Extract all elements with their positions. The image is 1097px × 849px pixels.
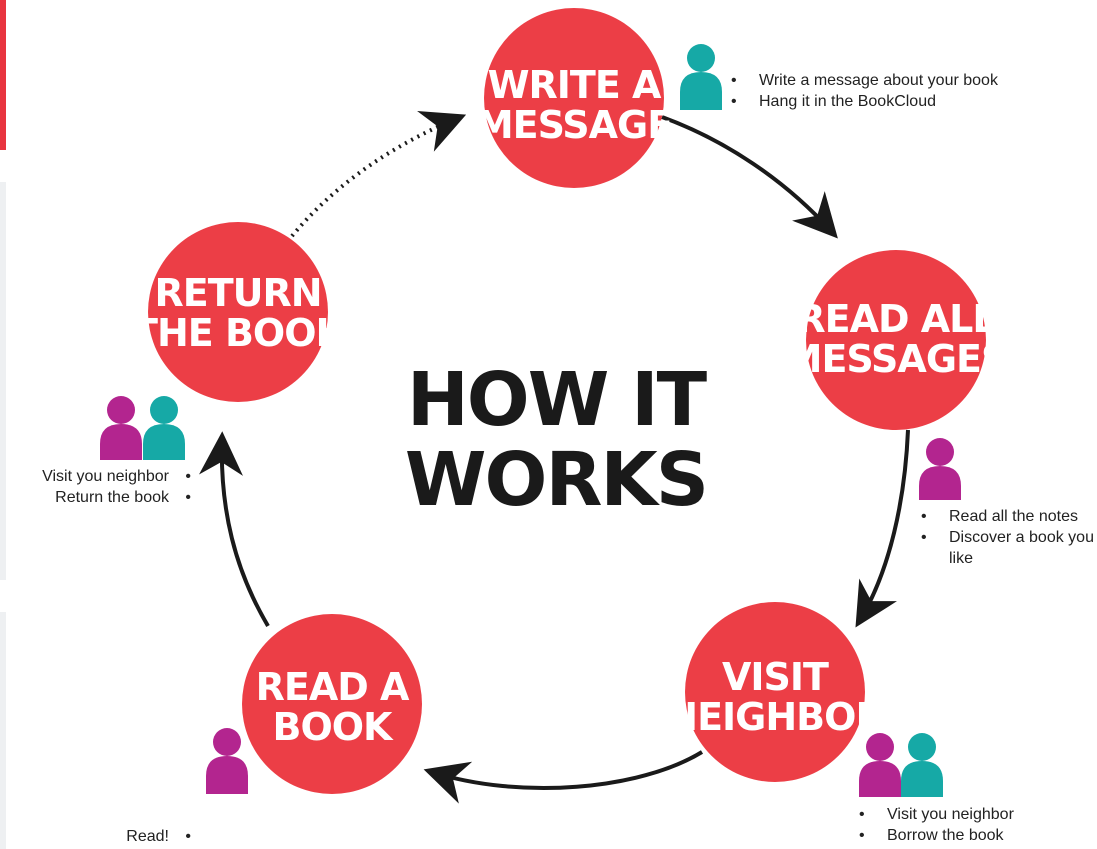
arrow-read-all-to-visit [855,429,910,628]
step-label-line1: WRITE A [488,63,662,107]
notes-return-book: Visit you neighbor Return the book [42,466,191,508]
note-item: Visit you neighbor [859,804,1014,825]
step-write-a-message: WRITE A MESSAGE [476,8,673,188]
note-item: Borrow the book [859,825,1014,846]
center-title-line2: WORKS [405,437,707,523]
note-item: Write a message about your book [731,70,998,91]
person-teal-icon [680,44,722,110]
note-item: Hang it in the BookCloud [731,91,998,112]
person-teal-icon [901,733,943,797]
note-item: Return the book [42,487,191,508]
step-circle [148,222,328,402]
edge-strip-red [0,0,6,150]
step-label-line2: MESSAGE [476,103,672,147]
notes-write-message: Write a message about your book Hang it … [731,70,998,112]
step-label-line1: READ ALL [796,297,996,341]
step-label-line1: READ A [256,665,410,709]
person-teal-icon [143,396,185,460]
arrow-read-book-to-return [199,431,270,628]
arrow-return-to-write-dotted [290,111,467,238]
note-item: Discover a book you like [921,527,1097,569]
step-label-line1: VISIT [722,655,829,699]
center-title-line1: HOW IT [407,357,708,443]
person-magenta-icon [859,733,901,797]
step-circle [685,602,865,782]
notes-read-book: Read! [126,826,191,847]
step-circle [242,614,422,794]
person-magenta-icon [919,438,961,500]
step-label-line2: THE BOOK [132,311,346,355]
step-label-line2: NEIGHBOR [666,695,884,739]
step-visit-neighbor: VISIT NEIGHBOR [666,602,885,782]
step-read-all-messages: READ ALL MESSAGES [785,250,1008,430]
person-magenta-icon [100,396,142,460]
person-magenta-icon [206,728,248,794]
step-return-the-book: RETURN THE BOOK [132,222,348,402]
step-circle [484,8,664,188]
notes-visit-neighbor: Visit you neighbor Borrow the book [859,804,1014,846]
arrow-write-to-read-all [661,115,838,239]
step-label-line1: RETURN [154,271,321,315]
step-read-a-book: READ A BOOK [242,614,422,794]
edge-strip-gray [0,182,6,580]
edge-strip-gray [0,612,6,849]
note-item: Read! [126,826,191,847]
note-item: Visit you neighbor [42,466,191,487]
note-item: Read all the notes [921,506,1097,527]
step-label-line2: MESSAGES [785,337,1008,381]
step-label-line2: BOOK [272,705,394,749]
step-circle [806,250,986,430]
notes-read-all: Read all the notes Discover a book you l… [921,506,1097,569]
arrow-visit-to-read-book [423,750,704,804]
